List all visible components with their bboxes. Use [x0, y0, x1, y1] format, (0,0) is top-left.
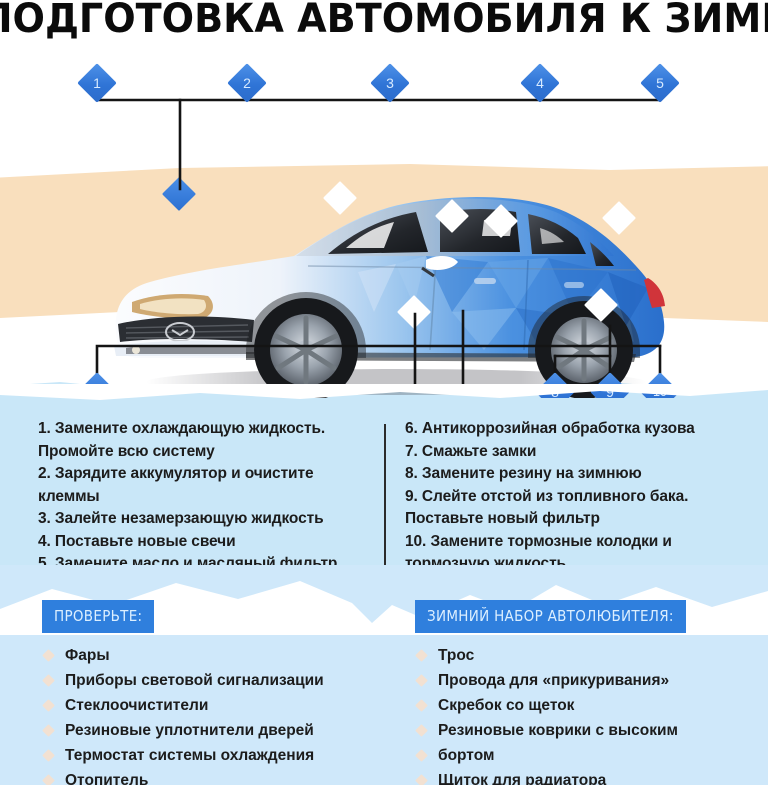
list-item: Щиток для радиатора	[415, 768, 760, 785]
diamond-bullet-icon	[42, 749, 55, 762]
diamond-bullet-icon	[415, 724, 428, 737]
marker-1-label: 1	[93, 75, 101, 91]
step-line: 2. Зарядите аккумулятор и очистите	[38, 465, 314, 482]
step-line: Поставьте новый фильтр	[405, 510, 600, 527]
marker-2-label: 2	[243, 75, 251, 91]
list-item-label: Приборы световой сигнализации	[65, 672, 324, 689]
step-line: Промойте всю систему	[38, 442, 215, 460]
step-line: 3. Залейте незамерзающую жидкость	[38, 510, 324, 527]
marker-1[interactable]: 1	[77, 63, 117, 103]
marker-5-label: 5	[656, 75, 664, 91]
diamond-bullet-icon	[42, 649, 55, 662]
diamond-bullet-icon	[415, 699, 428, 712]
list-item-label: Провода для «прикуривания»	[438, 672, 670, 689]
column-divider	[384, 424, 386, 566]
diamond-bullet-icon	[42, 699, 55, 712]
list-item-label: Щиток для радиатора	[438, 772, 607, 785]
steps-panel: 1. Замените охлаждающую жидкость. Промой…	[0, 384, 768, 598]
car-illustration	[96, 136, 686, 404]
marker-3-label: 3	[386, 75, 394, 91]
step-line: 7. Смажьте замки	[405, 442, 537, 460]
step-line: 4. Поставьте новые свечи	[38, 532, 236, 550]
list-item: Стеклоочистители	[42, 693, 382, 718]
check-list: Фары Приборы световой сигнализации Стекл…	[42, 643, 382, 785]
diamond-bullet-icon	[42, 724, 55, 737]
check-section-badge: ПРОВЕРЬТЕ:	[42, 600, 155, 633]
step-line: 8. Замените резину на зимнюю	[405, 465, 642, 482]
list-item: Фары	[42, 643, 382, 668]
step-line: 10. Замените тормозные колодки и	[405, 532, 672, 550]
marker-2[interactable]: 2	[227, 63, 267, 103]
marker-4-label: 4	[536, 75, 544, 91]
marker-3[interactable]: 3	[370, 63, 410, 103]
list-item-label: Скребок со щеток	[438, 697, 575, 714]
list-item-label: Фары	[65, 647, 110, 664]
step-line: 1. Замените охлаждающую жидкость.	[38, 420, 326, 437]
diamond-bullet-icon	[42, 674, 55, 687]
list-item: бортом	[415, 743, 760, 768]
list-item: Трос	[415, 643, 760, 668]
list-item-label: Стеклоочистители	[65, 697, 209, 714]
diamond-bullet-icon	[42, 774, 55, 785]
list-item-label: Резиновые уплотнители дверей	[65, 722, 314, 739]
kit-list: Трос Провода для «прикуривания» Скребок …	[415, 643, 760, 785]
list-item-label: Резиновые коврики с высоким	[438, 722, 679, 739]
diamond-bullet-icon	[415, 774, 428, 785]
list-item: Резиновые уплотнители дверей	[42, 718, 382, 743]
list-item: Резиновые коврики с высоким	[415, 718, 760, 743]
bottom-section: ПРОВЕРЬТЕ: ЗИМНИЙ НАБОР АВТОЛЮБИТЕЛЯ: Фа…	[0, 565, 768, 785]
steps-list-left: 1. Замените охлаждающую жидкость. Промой…	[38, 418, 364, 576]
illustration-scene	[0, 56, 768, 412]
list-item: Скребок со щеток	[415, 693, 760, 718]
page-title: ПОДГОТОВКА АВТОМОБИЛЯ К ЗИМЕ	[0, 0, 768, 42]
list-item-label: Термостат системы охлаждения	[65, 747, 315, 764]
list-item: Термостат системы охлаждения	[42, 743, 382, 768]
kit-section-badge: ЗИМНИЙ НАБОР АВТОЛЮБИТЕЛЯ:	[415, 600, 686, 633]
step-line: клеммы	[38, 487, 100, 505]
list-item: Приборы световой сигнализации	[42, 668, 382, 693]
step-line: 6. Антикоррозийная обработка кузова	[405, 420, 695, 437]
diamond-bullet-icon	[415, 649, 428, 662]
step-line: 9. Слейте отстой из топливного бака.	[405, 487, 689, 505]
diamond-bullet-icon	[415, 749, 428, 762]
steps-list-right: 6. Антикоррозийная обработка кузова 7. С…	[405, 418, 755, 576]
list-item-label: Отопитель	[65, 772, 149, 785]
list-item: Отопитель	[42, 768, 382, 785]
diamond-bullet-icon	[415, 674, 428, 687]
list-item-label: Трос	[438, 647, 475, 664]
list-item: Провода для «прикуривания»	[415, 668, 760, 693]
marker-5[interactable]: 5	[640, 63, 680, 103]
list-item-label: бортом	[438, 747, 495, 764]
marker-4[interactable]: 4	[520, 63, 560, 103]
